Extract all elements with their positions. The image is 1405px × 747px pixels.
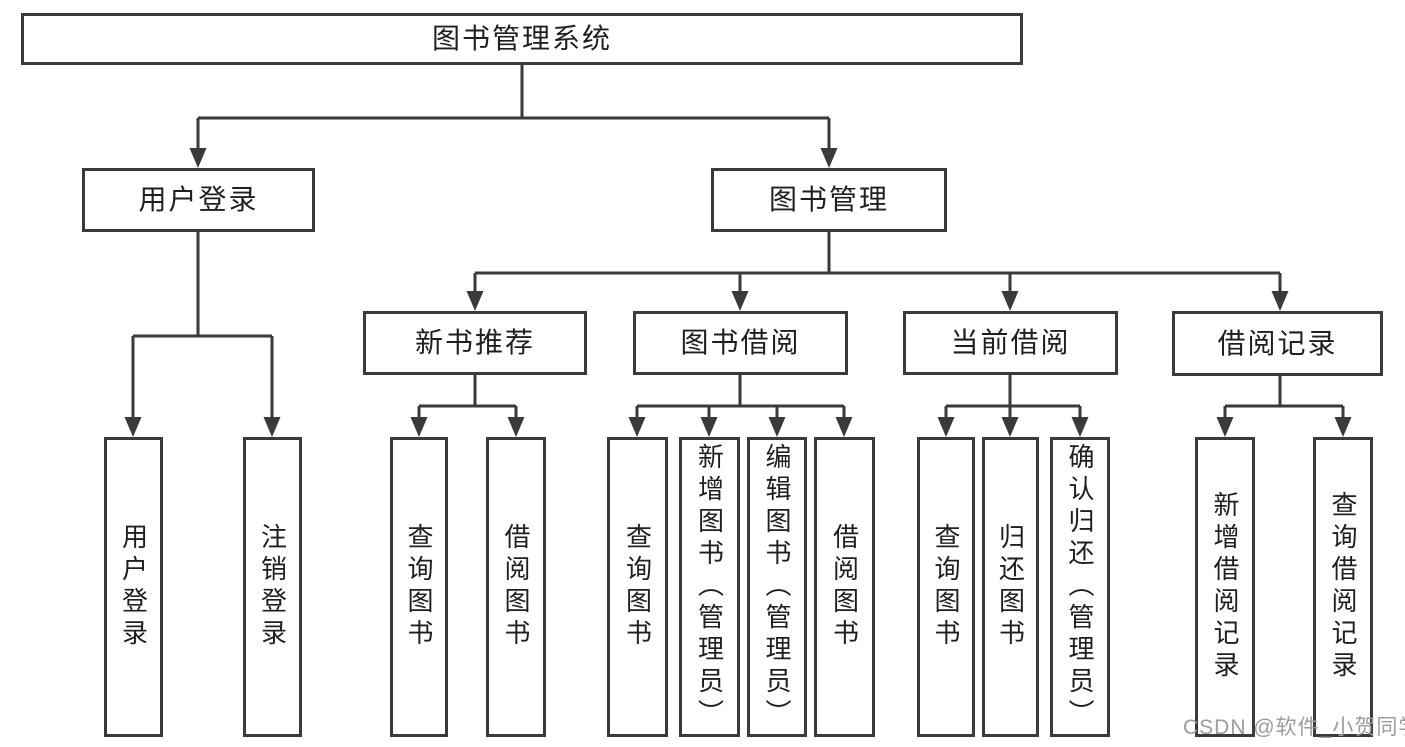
node-user-login: 用户登录 [82, 168, 315, 232]
node-leaf-query-books-3: 查询图书 [917, 437, 975, 737]
arrowhead-icon [507, 417, 525, 437]
node-label: 归还图书 [995, 523, 1026, 651]
connector-arrowheads [124, 148, 1352, 437]
connector-book-borrow-group [635, 375, 846, 421]
arrowhead-icon [263, 417, 281, 437]
arrowhead-icon [628, 417, 646, 437]
connector-current-borrow-group [944, 375, 1082, 421]
node-new-book-recommend: 新书推荐 [363, 311, 587, 375]
node-leaf-query-books-1: 查询图书 [390, 437, 448, 737]
connector-root-to-level2 [196, 65, 831, 152]
arrowhead-icon [189, 148, 207, 168]
node-leaf-query-borrow-record: 查询借阅记录 [1313, 437, 1373, 737]
node-leaf-borrow-books-1: 借阅图书 [486, 437, 546, 737]
node-label: 查询借阅记录 [1328, 491, 1358, 683]
node-leaf-edit-book-admin: 编辑图书（管理员） [747, 437, 807, 737]
arrowhead-icon [835, 417, 853, 437]
arrowhead-icon [937, 417, 955, 437]
node-leaf-confirm-return-admin: 确认归还（管理员） [1050, 437, 1110, 737]
csdn-watermark: CSDN @软件_小贺同学 [1183, 716, 1405, 739]
node-leaf-logout: 注销登录 [243, 437, 302, 737]
node-label: 图书借阅 [680, 327, 801, 358]
node-system-root: 图书管理系统 [21, 13, 1023, 65]
node-book-borrowing: 图书借阅 [633, 311, 848, 375]
node-label: 用户登录 [138, 184, 259, 215]
node-label: 编辑图书（管理员） [762, 443, 792, 731]
arrowhead-icon [700, 417, 718, 437]
connector-lines [131, 65, 1345, 421]
arrowhead-icon [820, 148, 838, 168]
node-borrow-records: 借阅记录 [1172, 311, 1383, 376]
connector-borrow-records-group [1223, 375, 1345, 421]
node-label: 借阅图书 [501, 523, 531, 651]
node-current-borrowing: 当前借阅 [903, 311, 1118, 375]
node-label: 查询图书 [404, 523, 434, 651]
node-leaf-add-borrow-record: 新增借阅记录 [1195, 437, 1255, 737]
node-leaf-user-login: 用户登录 [104, 437, 163, 737]
arrowhead-icon [731, 291, 749, 311]
arrowhead-icon [1216, 417, 1234, 437]
arrowhead-icon [768, 417, 786, 437]
node-label: 新书推荐 [414, 327, 535, 358]
arrowhead-icon [1271, 291, 1289, 311]
arrowhead-icon [410, 417, 428, 437]
node-book-management: 图书管理 [711, 168, 947, 232]
node-label: 新增图书（管理员） [694, 443, 725, 731]
node-leaf-add-book-admin: 新增图书（管理员） [679, 437, 740, 737]
connector-book-mgmt-to-level3 [473, 232, 1282, 295]
node-label: 图书管理 [768, 184, 889, 215]
connector-user-login-group [131, 232, 274, 421]
arrowhead-icon [1001, 417, 1019, 437]
node-label: 用户登录 [118, 523, 149, 651]
arrowhead-icon [124, 417, 142, 437]
node-label: 新增借阅记录 [1210, 491, 1240, 683]
node-label: 查询图书 [622, 523, 653, 651]
node-leaf-query-books-2: 查询图书 [607, 437, 668, 737]
arrowhead-icon [1001, 291, 1019, 311]
node-leaf-borrow-books-2: 借阅图书 [814, 437, 875, 737]
node-label: 查询图书 [931, 523, 961, 651]
arrowhead-icon [466, 291, 484, 311]
node-leaf-return-book: 归还图书 [982, 437, 1039, 737]
node-label: 确认归还（管理员） [1065, 443, 1095, 731]
connector-new-book-group [417, 375, 518, 421]
arrowhead-icon [1334, 417, 1352, 437]
node-label: 当前借阅 [950, 327, 1071, 358]
arrowhead-icon [1071, 417, 1089, 437]
node-label: 借阅记录 [1217, 327, 1338, 359]
node-label: 图书管理系统 [431, 23, 612, 54]
node-label: 借阅图书 [829, 523, 860, 651]
node-label: 注销登录 [257, 523, 288, 651]
